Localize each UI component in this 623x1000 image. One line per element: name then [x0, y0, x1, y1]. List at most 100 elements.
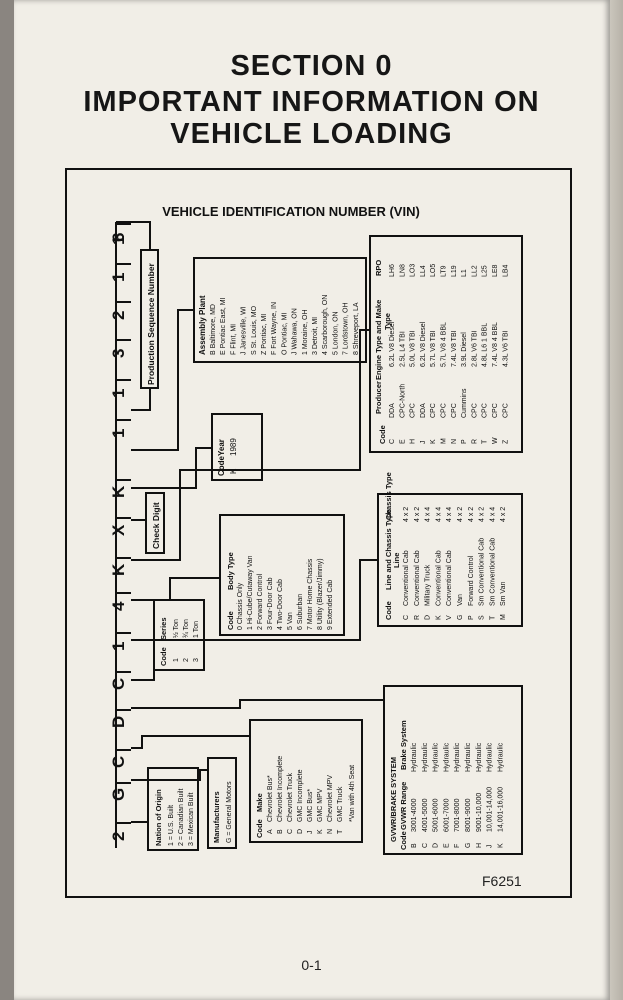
gvwr-code: G	[465, 843, 472, 848]
engine-code: E	[399, 439, 406, 444]
check-digit-box	[145, 492, 165, 554]
gvwr-code: D	[433, 843, 440, 848]
gvwr-col-brake: Brake System	[399, 720, 408, 770]
engine-code: J	[420, 441, 427, 445]
vin-character: 1	[109, 429, 128, 438]
vin-character: 1	[109, 389, 128, 398]
make-connector	[131, 735, 250, 749]
year-connector	[131, 447, 212, 489]
gvwr-code: J	[487, 845, 494, 849]
model-year-year-label: Year	[217, 439, 226, 456]
make-name: GMC Incomplete	[297, 769, 304, 822]
chassis-type: 4 x 4	[425, 507, 432, 522]
vin-character: 1	[109, 273, 128, 282]
vin-heading: VEHICLE IDENTIFICATION NUMBER (VIN)	[162, 204, 420, 219]
body-type-entry: 2 Forward Control	[257, 574, 264, 630]
vin-character: X	[109, 524, 128, 536]
make-col-code: Code	[255, 819, 264, 838]
engine-producer: CPC	[410, 403, 417, 418]
engine-connector	[131, 329, 370, 561]
vin-character: C	[109, 678, 128, 690]
engine-code: W	[492, 437, 499, 444]
model-year-value: 1989	[229, 438, 238, 456]
line-code: G	[457, 615, 464, 620]
vin-character: K	[109, 563, 128, 576]
line-name: Military Truck	[425, 564, 432, 606]
gvwr-code: C	[422, 843, 429, 848]
engine-type: 4.3L V6 TBI	[502, 330, 509, 367]
body-type-entry: 5 Van	[287, 612, 294, 630]
engine-producer: DDA	[420, 403, 427, 418]
model-year-code-label: Code	[217, 455, 226, 476]
engine-producer: CPC	[482, 403, 489, 418]
body-type-entry: 1 Hi-Cube/Cutaway Van	[247, 555, 254, 630]
vin-character: D	[109, 716, 128, 728]
line-code: D	[425, 615, 432, 620]
gvwr-brake: Hydraulic	[422, 742, 429, 772]
assembly-plant-entry: S St. Louis, MO	[251, 305, 258, 355]
engine-producer: CPC-North	[399, 384, 406, 418]
engine-col-type: Type	[383, 313, 392, 330]
body-type-entry: 8 Utility (Blazer/Jimmy)	[317, 558, 324, 630]
vin-character: 6	[109, 233, 128, 242]
engine-producer: CPC	[502, 403, 509, 418]
series-col-series: Series	[159, 617, 168, 640]
engine-box	[369, 235, 523, 453]
model-year-box	[211, 413, 263, 481]
line-col-code: Code	[384, 601, 393, 620]
assembly-plant-entry: 3 Detroit, MI	[312, 317, 319, 355]
body-connector	[131, 577, 220, 601]
assembly-plant-entry: 4 Scarborough, ON	[322, 295, 329, 355]
page-title-line-1: IMPORTANT INFORMATION ON	[83, 86, 540, 118]
gvwr-range: 8001-9000	[465, 798, 472, 832]
chassis-type: 4 x 2	[468, 507, 475, 522]
engine-title: Engine Type and Make	[374, 300, 383, 380]
nation-entry: 3 = Mexican Built	[188, 792, 195, 846]
gvwr-range: 14,001-16,000	[497, 787, 504, 832]
series-connector	[131, 670, 155, 681]
line-col-chassis: Chassis Type	[384, 472, 393, 520]
production-sequence-box	[140, 249, 159, 389]
vin-character: 3	[109, 349, 128, 358]
line-code: M	[500, 614, 507, 620]
vin-character: 1	[109, 642, 128, 651]
make-name: Chevrolet Truck	[287, 772, 294, 822]
make-name: Chevrolet MPV	[327, 775, 334, 822]
engine-type: 6.2L V8 Diesel	[389, 321, 396, 367]
line-name: Sm Conventional Cab	[479, 538, 486, 606]
gvwr-brake: Hydraulic	[465, 742, 472, 772]
engine-producer: CPC	[430, 403, 437, 418]
engine-rpo: L25	[482, 265, 489, 277]
engine-rpo: LE8	[492, 264, 499, 277]
vin-character: 2	[109, 311, 128, 320]
engine-producer: DDA	[389, 403, 396, 418]
series-code: 2	[183, 658, 190, 662]
series-code: 3	[193, 658, 200, 662]
body-type-code-label: Code	[226, 611, 235, 630]
series-code: 1	[173, 658, 180, 662]
line-chassis-box	[377, 493, 523, 627]
line-name: Sm Conventional Cab	[489, 538, 496, 606]
engine-code: P	[461, 439, 468, 444]
body-type-entry: 9 Extended Cab	[327, 580, 334, 630]
make-name: Chevrolet Bus*	[267, 775, 274, 822]
line-code: T	[489, 615, 496, 620]
manual-page	[14, 0, 610, 1000]
engine-rpo: LB4	[502, 264, 509, 277]
section-title: SECTION 0	[230, 50, 393, 82]
assembly-plant-entry: O Pontiac, MI	[281, 313, 288, 355]
series-value: 1 Ton	[193, 621, 200, 638]
series-col-code: Code	[159, 647, 168, 666]
engine-rpo: L1	[461, 269, 468, 277]
make-name: GMC Bus*	[307, 789, 314, 822]
assembly-plant-entry: Z Pontiac, MI	[261, 314, 268, 355]
engine-rpo: LL2	[471, 265, 478, 277]
engine-type: 7.4L V8 4 BBL	[492, 322, 499, 367]
gvwr-code: E	[443, 843, 450, 848]
make-box	[249, 719, 363, 843]
gvwr-connector	[131, 699, 384, 709]
assembly-plant-entry: J Janesville, WI	[241, 306, 248, 355]
line-code: P	[468, 615, 475, 620]
model-year-code: K	[229, 468, 238, 474]
